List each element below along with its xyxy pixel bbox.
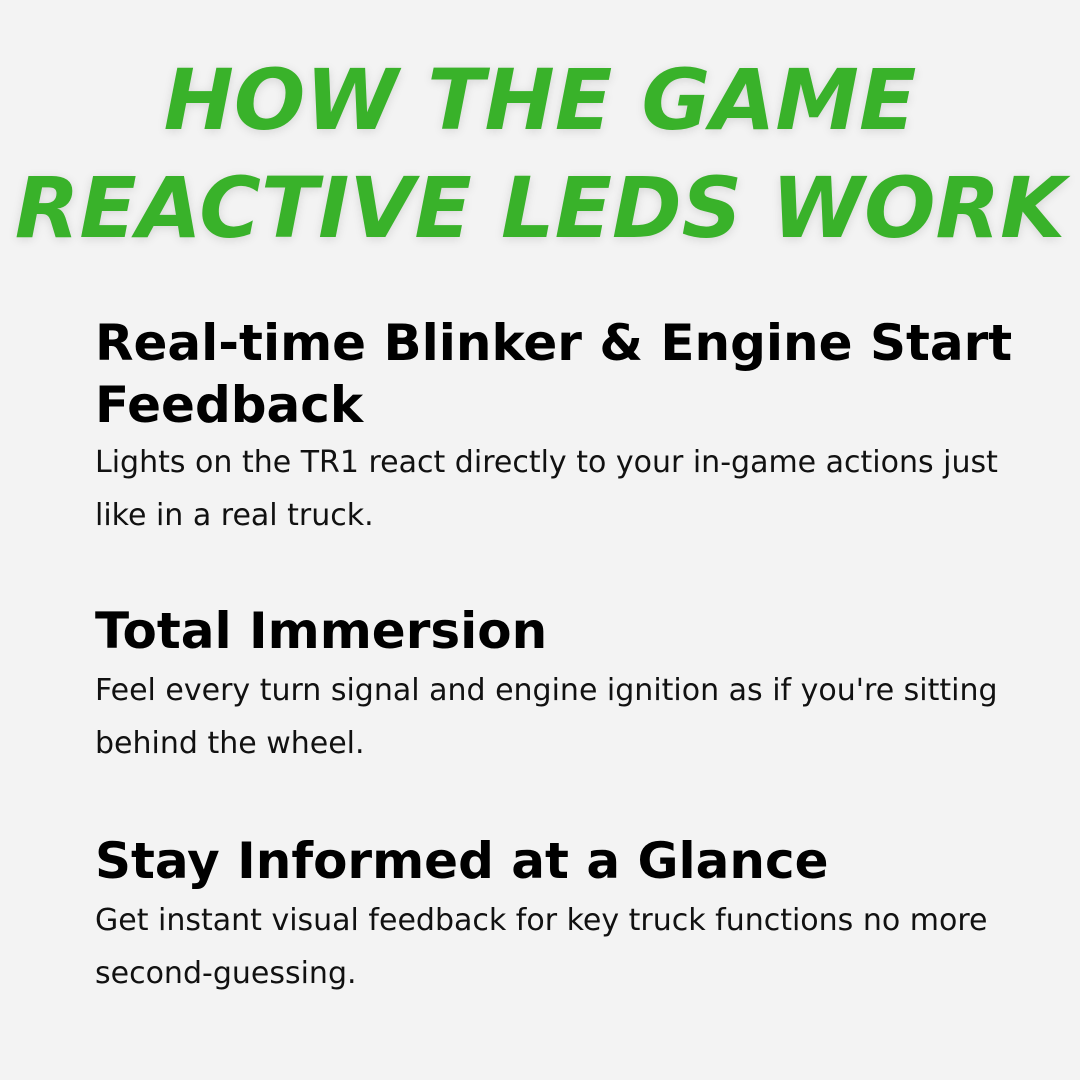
feature-description: Feel every turn signal and engine igniti…: [95, 673, 998, 761]
feature-blinker-engine: Real-time Blinker & Engine Start Feedbac…: [95, 312, 1025, 542]
feature-description: Get instant visual feedback for key truc…: [95, 903, 988, 991]
feature-stay-informed: Stay Informed at a Glance Get instant vi…: [95, 830, 1025, 1000]
feature-total-immersion: Total Immersion Feel every turn signal a…: [95, 600, 1025, 770]
headline: HOW THE GAME REACTIVE LEDS WORK: [0, 46, 1080, 262]
headline-line-1: HOW THE GAME: [163, 51, 917, 149]
feature-description: Lights on the TR1 react directly to your…: [95, 445, 998, 533]
feature-title: Stay Informed at a Glance: [95, 832, 829, 890]
feature-title: Total Immersion: [95, 602, 548, 660]
feature-title: Real-time Blinker & Engine Start Feedbac…: [95, 314, 1013, 434]
headline-line-2: REACTIVE LEDS WORK: [14, 159, 1066, 257]
